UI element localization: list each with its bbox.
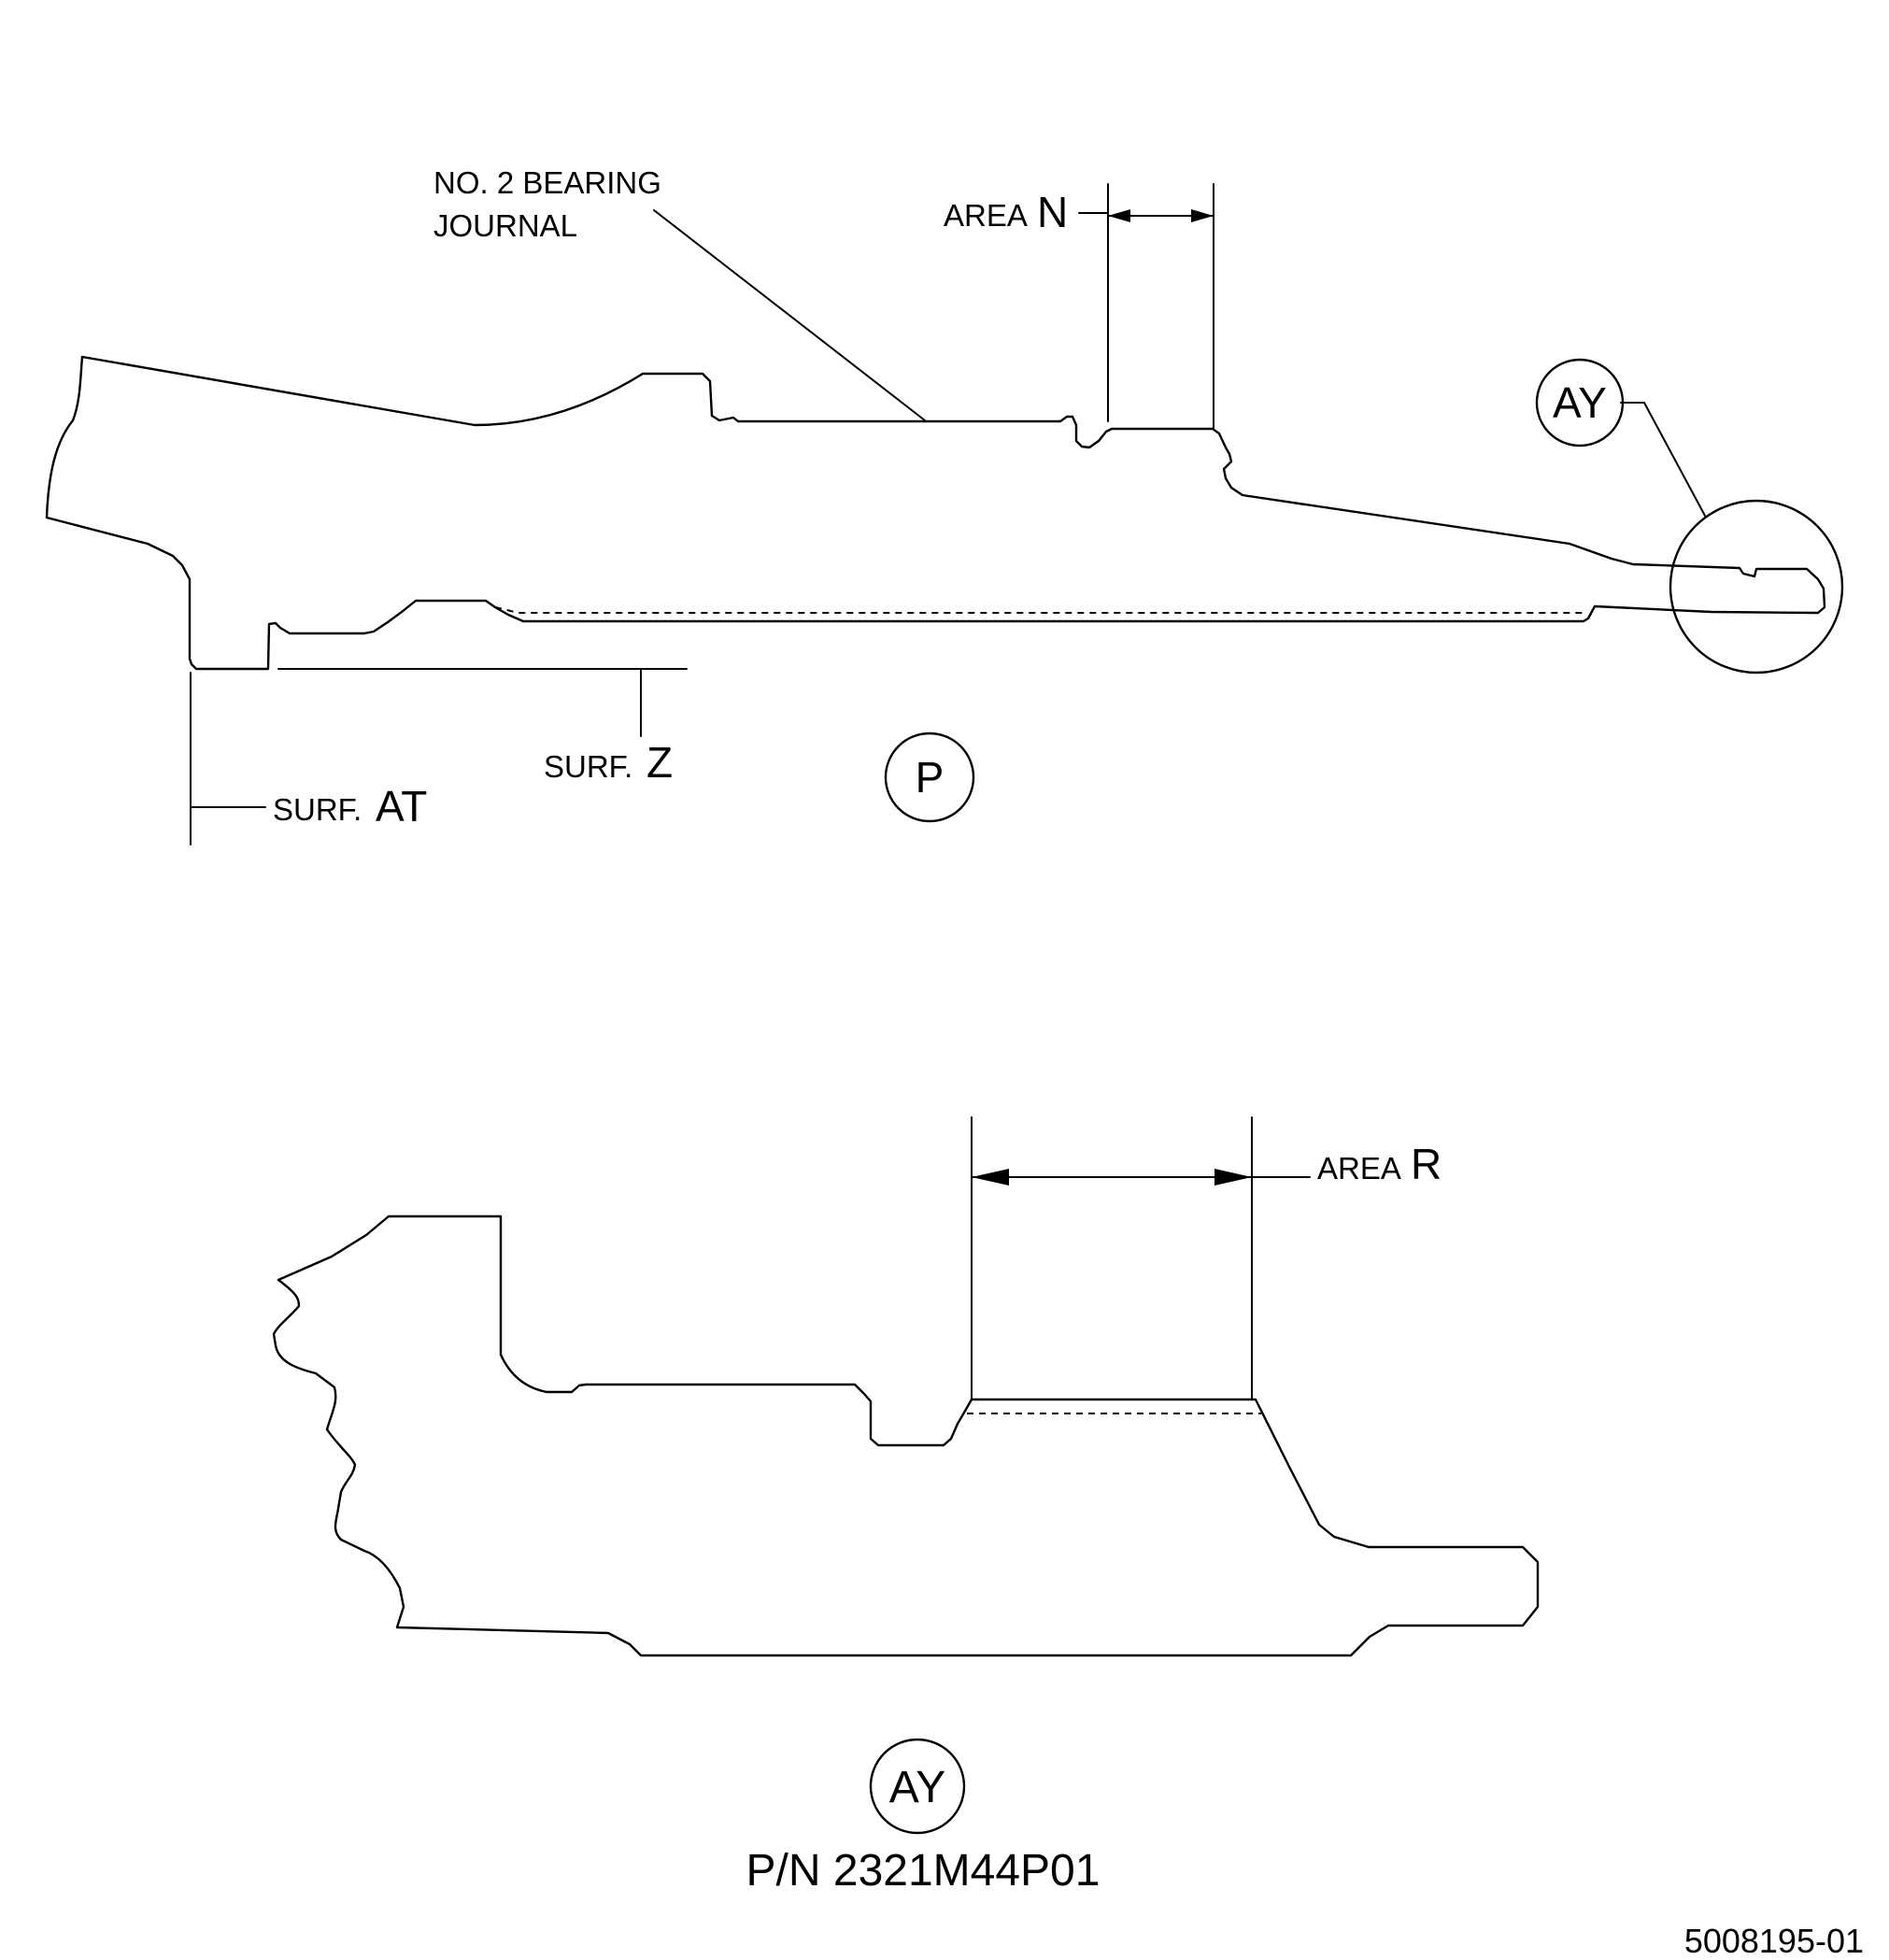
detail-ay-title-bubble xyxy=(869,1738,966,1835)
upper-part-outline xyxy=(45,355,1826,671)
detail-ay-section xyxy=(272,1116,1540,1835)
detail-ay-leader xyxy=(1620,402,1706,517)
surf-at-leader xyxy=(190,672,266,845)
surf-at-letter: AT xyxy=(376,782,427,831)
area-n-prefix: AREA xyxy=(944,198,1028,233)
upper-part-section xyxy=(45,183,1844,845)
detail-ay-title-label: AY xyxy=(889,1763,945,1812)
bearing-journal-label-line2: JOURNAL xyxy=(433,208,577,243)
area-r-extension-lines xyxy=(971,1116,1311,1400)
surf-z-letter: Z xyxy=(646,738,673,787)
detail-ay-callout-label: AY xyxy=(1553,378,1607,427)
area-n-extension-lines xyxy=(1078,183,1214,430)
area-n-arrow-right xyxy=(1191,209,1214,222)
area-r-arrow-right xyxy=(1214,1169,1252,1186)
detail-part-outline xyxy=(272,1214,1540,1657)
detail-ay-circle xyxy=(1669,499,1844,675)
view-p-bubble xyxy=(884,731,975,823)
surf-z-prefix: SURF. xyxy=(544,749,632,784)
detail-ay-callout-bubble xyxy=(1535,358,1625,447)
bearing-journal-leader xyxy=(653,209,926,421)
figure-id: 5008195-01 xyxy=(1684,1922,1864,1960)
area-r-letter: R xyxy=(1411,1140,1442,1188)
area-r-arrow-left xyxy=(972,1169,1009,1186)
bearing-journal-label-line1: NO. 2 BEARING xyxy=(433,165,661,200)
area-r-prefix: AREA xyxy=(1317,1151,1401,1186)
area-n-letter: N xyxy=(1037,188,1068,236)
surf-z-leader xyxy=(277,668,688,737)
area-n-arrow-left xyxy=(1108,209,1130,222)
bore-dashed-line xyxy=(494,606,1584,614)
view-p-label: P xyxy=(916,753,944,802)
part-number: P/N 2321M44P01 xyxy=(746,1846,1101,1896)
surf-at-prefix: SURF. xyxy=(273,792,362,827)
